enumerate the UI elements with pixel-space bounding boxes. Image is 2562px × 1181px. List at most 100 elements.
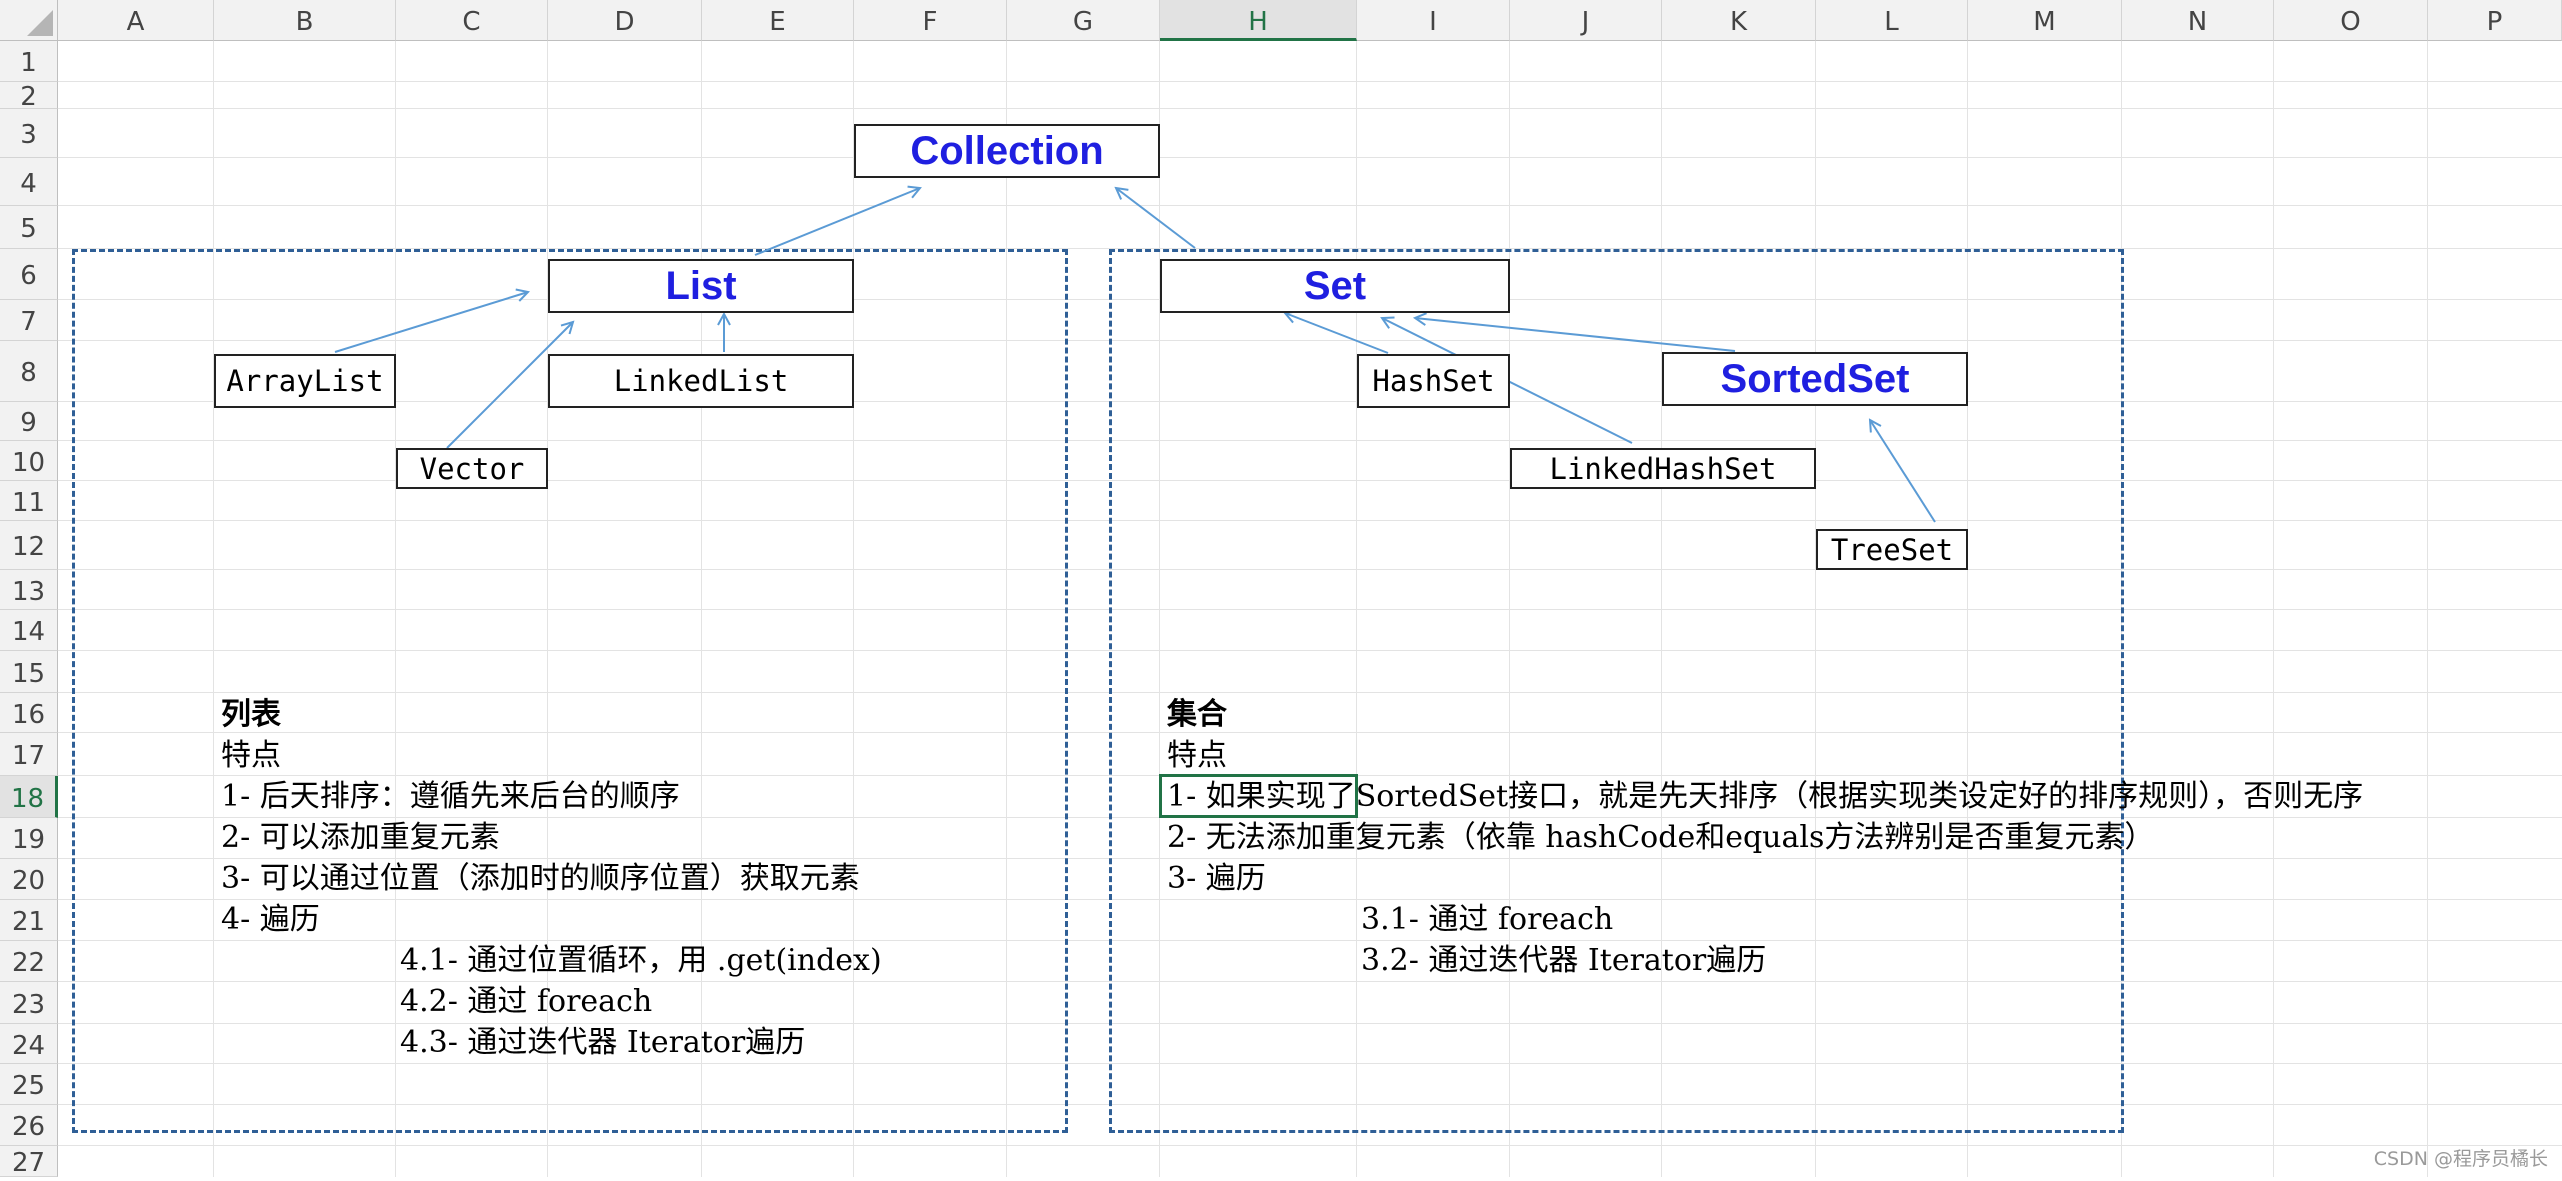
- row-header-1[interactable]: 1: [0, 41, 58, 82]
- row-gridline: [58, 940, 2562, 941]
- linkedhashset-label: LinkedHashSet: [1549, 451, 1777, 486]
- column-header-p[interactable]: P: [2428, 0, 2562, 41]
- set-group-border: [1109, 249, 2124, 1133]
- column-header-b[interactable]: B: [214, 0, 396, 41]
- select-all-corner[interactable]: [0, 0, 58, 41]
- set-notes-item: 1- 如果实现了SortedSet接口，就是先天排序（根据实现类设定好的排序规则…: [1167, 779, 2364, 814]
- row-header-12[interactable]: 12: [0, 521, 58, 570]
- sortedset-label: SortedSet: [1720, 356, 1910, 401]
- row-gridline: [58, 205, 2562, 206]
- row-header-20[interactable]: 20: [0, 859, 58, 900]
- vector-box: Vector: [396, 448, 548, 489]
- set-notes-subitem: 3.1- 通过 foreach: [1361, 902, 1614, 937]
- row-gridline: [58, 981, 2562, 982]
- row-header-16[interactable]: 16: [0, 693, 58, 733]
- selected-cell-h18[interactable]: [1159, 774, 1358, 818]
- sortedset-box: SortedSet: [1662, 352, 1968, 406]
- row-gridline: [58, 81, 2562, 82]
- list-label: List: [665, 263, 737, 308]
- linkedhashset-box: LinkedHashSet: [1510, 448, 1816, 489]
- row-gridline: [58, 157, 2562, 158]
- treeset-label: TreeSet: [1830, 532, 1954, 567]
- set-label: Set: [1303, 263, 1367, 308]
- set-notes-subtitle: 特点: [1167, 738, 1227, 773]
- row-gridline: [58, 899, 2562, 900]
- list-notes-title: 列表: [221, 697, 281, 732]
- row-gridline: [58, 1023, 2562, 1024]
- column-header-n[interactable]: N: [2122, 0, 2274, 41]
- arrow-set-to-collection: [1116, 188, 1196, 249]
- arrow-sortedset-to-set: [1415, 318, 1736, 352]
- column-header-d[interactable]: D: [548, 0, 702, 41]
- row-header-5[interactable]: 5: [0, 206, 58, 249]
- column-header-f[interactable]: F: [854, 0, 1007, 41]
- row-header-21[interactable]: 21: [0, 900, 58, 941]
- row-header-11[interactable]: 11: [0, 481, 58, 521]
- list-notes-item: 4- 遍历: [221, 902, 320, 937]
- treeset-box: TreeSet: [1816, 529, 1968, 570]
- row-header-25[interactable]: 25: [0, 1064, 58, 1105]
- row-gridline: [58, 108, 2562, 109]
- row-gridline: [58, 569, 2562, 570]
- row-header-13[interactable]: 13: [0, 570, 58, 610]
- arrow-treeset-to-sortedset: [1870, 420, 1936, 523]
- row-header-24[interactable]: 24: [0, 1024, 58, 1064]
- set-box: Set: [1160, 259, 1510, 313]
- row-header-14[interactable]: 14: [0, 610, 58, 651]
- row-header-4[interactable]: 4: [0, 158, 58, 206]
- row-gridline: [58, 1145, 2562, 1146]
- row-header-8[interactable]: 8: [0, 341, 58, 402]
- row-header-23[interactable]: 23: [0, 982, 58, 1024]
- collection-box: Collection: [854, 124, 1160, 178]
- column-header-i[interactable]: I: [1357, 0, 1510, 41]
- list-notes-item: 2- 可以添加重复元素: [221, 820, 500, 855]
- arrow-list-to-collection: [754, 188, 920, 256]
- watermark: CSDN @程序员橘长: [2373, 1148, 2548, 1170]
- column-header-h[interactable]: H: [1160, 0, 1357, 41]
- arrow-hashset-to-set: [1285, 313, 1389, 354]
- set-notes-title: 集合: [1167, 697, 1227, 732]
- row-header-22[interactable]: 22: [0, 941, 58, 982]
- column-header-o[interactable]: O: [2274, 0, 2428, 41]
- column-header-l[interactable]: L: [1816, 0, 1968, 41]
- arrow-vector-to-list: [446, 322, 573, 449]
- column-header-m[interactable]: M: [1968, 0, 2122, 41]
- vector-label: Vector: [419, 451, 525, 486]
- row-header-10[interactable]: 10: [0, 441, 58, 481]
- set-notes-item: 2- 无法添加重复元素（依靠 hashCode和equals方法辨别是否重复元素…: [1167, 820, 2155, 855]
- row-gridline: [58, 692, 2562, 693]
- row-header-2[interactable]: 2: [0, 82, 58, 112]
- row-gridline: [58, 609, 2562, 610]
- row-gridline: [58, 440, 2562, 441]
- row-header-27[interactable]: 27: [0, 1146, 58, 1178]
- row-header-7[interactable]: 7: [0, 300, 58, 341]
- column-header-c[interactable]: C: [396, 0, 548, 41]
- row-header-18[interactable]: 18: [0, 776, 58, 818]
- column-header-k[interactable]: K: [1662, 0, 1816, 41]
- list-box: List: [548, 259, 854, 313]
- list-group-border: [72, 249, 1068, 1133]
- select-all-triangle-icon: [27, 10, 53, 36]
- column-header-j[interactable]: J: [1510, 0, 1662, 41]
- column-header-g[interactable]: G: [1007, 0, 1160, 41]
- row-gridline: [58, 520, 2562, 521]
- row-header-15[interactable]: 15: [0, 651, 58, 693]
- arrow-arraylist-to-list: [334, 292, 528, 353]
- row-header-17[interactable]: 17: [0, 733, 58, 776]
- row-header-6[interactable]: 6: [0, 249, 58, 300]
- list-notes-subitem: 4.2- 通过 foreach: [400, 984, 653, 1019]
- list-notes-item: 3- 可以通过位置（添加时的顺序位置）获取元素: [221, 861, 860, 896]
- row-header-26[interactable]: 26: [0, 1105, 58, 1146]
- column-header-e[interactable]: E: [702, 0, 854, 41]
- row-header-3[interactable]: 3: [0, 109, 58, 158]
- set-notes-item: 3- 遍历: [1167, 861, 1266, 896]
- row-gridline: [58, 248, 2562, 249]
- collection-label: Collection: [910, 128, 1104, 173]
- row-gridline: [58, 650, 2562, 651]
- row-header-19[interactable]: 19: [0, 818, 58, 859]
- row-header-9[interactable]: 9: [0, 402, 58, 441]
- arraylist-box: ArrayList: [214, 354, 396, 408]
- column-header-a[interactable]: A: [58, 0, 214, 41]
